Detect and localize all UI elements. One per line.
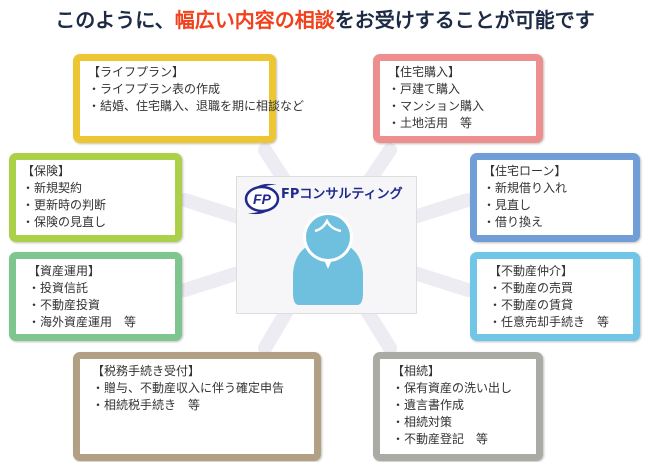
- category-item: ・不動産投資: [28, 298, 101, 312]
- category-content: 【不動産仲介】・不動産の売買・不動産の賃貸・任意売却手続き 等: [477, 259, 633, 334]
- category-content: 【相続】・保有資産の洗い出し・遺言書作成・相続対策・不動産登記 等: [380, 359, 536, 454]
- category-item: ・見直し: [483, 198, 532, 212]
- category-heading: 【住宅購入】: [388, 65, 461, 79]
- category-box-tax: 【税務手続き受付】・贈与、不動産収入に伴う確定申告・相続税手続き 等: [73, 352, 321, 461]
- category-box-inheritance: 【相続】・保有資産の洗い出し・遺言書作成・相続対策・不動産登記 等: [373, 352, 543, 461]
- category-item: ・保有資産の洗い出し: [392, 381, 513, 395]
- category-item: ・任意売却手続き 等: [489, 315, 610, 329]
- brand-name: FPコンサルティング: [281, 187, 403, 202]
- category-item: ・新規借り入れ: [483, 181, 568, 195]
- title-highlight: 幅広い内容の相談: [174, 8, 335, 32]
- category-item: ・相続対策: [392, 415, 453, 429]
- category-item: ・更新時の判断: [22, 198, 107, 212]
- category-item: ・贈与、不動産収入に伴う確定申告: [92, 381, 285, 395]
- category-item: ・ライフプラン表の作成: [88, 82, 221, 96]
- svg-text:FP: FP: [253, 191, 272, 207]
- category-box-housing-purchase: 【住宅購入】・戸建て購入・マンション購入・土地活用 等: [373, 54, 543, 143]
- category-item: ・保険の見直し: [22, 215, 107, 229]
- category-box-life-plan: 【ライフプラン】・ライフプラン表の作成・結婚、住宅購入、退職を期に相談など: [73, 54, 305, 143]
- title-text-end: をお受けすることが可能です: [334, 8, 595, 32]
- category-item: ・マンション購入: [388, 99, 485, 113]
- fp-logo-icon: FP: [244, 183, 280, 215]
- category-item: ・相続税手続き 等: [92, 398, 201, 412]
- category-box-real-estate: 【不動産仲介】・不動産の売買・不動産の賃貸・任意売却手続き 等: [470, 252, 640, 341]
- person-icon: [293, 213, 363, 305]
- category-content: 【住宅購入】・戸建て購入・マンション購入・土地活用 等: [380, 61, 536, 136]
- category-item: ・不動産登記 等: [392, 432, 489, 446]
- category-item: ・結婚、住宅購入、退職を期に相談など: [88, 99, 305, 113]
- category-box-asset-management: 【資産運用】・投資信託・不動産投資・海外資産運用 等: [9, 252, 182, 341]
- category-heading: 【資産運用】: [28, 264, 101, 278]
- category-heading: 【住宅ローン】: [483, 164, 567, 178]
- category-item: ・海外資産運用 等: [28, 315, 137, 329]
- category-content: 【税務手続き受付】・贈与、不動産収入に伴う確定申告・相続税手続き 等: [80, 359, 314, 454]
- category-heading: 【相続】: [392, 364, 441, 378]
- fp-consulting-card: FP FPコンサルティング: [236, 176, 417, 314]
- category-item: ・不動産の売買: [489, 281, 574, 295]
- category-item: ・不動産の賃貸: [489, 298, 574, 312]
- category-heading: 【ライフプラン】: [88, 65, 185, 79]
- category-heading: 【不動産仲介】: [489, 264, 574, 278]
- category-item: ・借り換え: [483, 215, 544, 229]
- category-box-housing-loan: 【住宅ローン】・新規借り入れ・見直し・借り換え: [470, 153, 640, 242]
- category-item: ・戸建て購入: [388, 82, 461, 96]
- page-title: このように、幅広い内容の相談をお受けすることが可能です: [0, 4, 650, 33]
- category-box-insurance: 【保険】・新規契約・更新時の判断・保険の見直し: [9, 153, 182, 242]
- category-content: 【資産運用】・投資信託・不動産投資・海外資産運用 等: [16, 259, 175, 334]
- category-item: ・土地活用 等: [388, 116, 473, 130]
- category-content: 【住宅ローン】・新規借り入れ・見直し・借り換え: [477, 160, 633, 235]
- category-item: ・遺言書作成: [392, 398, 465, 412]
- category-content: 【保険】・新規契約・更新時の判断・保険の見直し: [16, 160, 175, 235]
- category-item: ・投資信託: [28, 281, 89, 295]
- category-content: 【ライフプラン】・ライフプラン表の作成・結婚、住宅購入、退職を期に相談など: [80, 61, 305, 136]
- title-text: このように、: [55, 8, 175, 32]
- category-heading: 【保険】: [22, 164, 71, 178]
- category-item: ・新規契約: [22, 181, 83, 195]
- category-heading: 【税務手続き受付】: [92, 364, 201, 378]
